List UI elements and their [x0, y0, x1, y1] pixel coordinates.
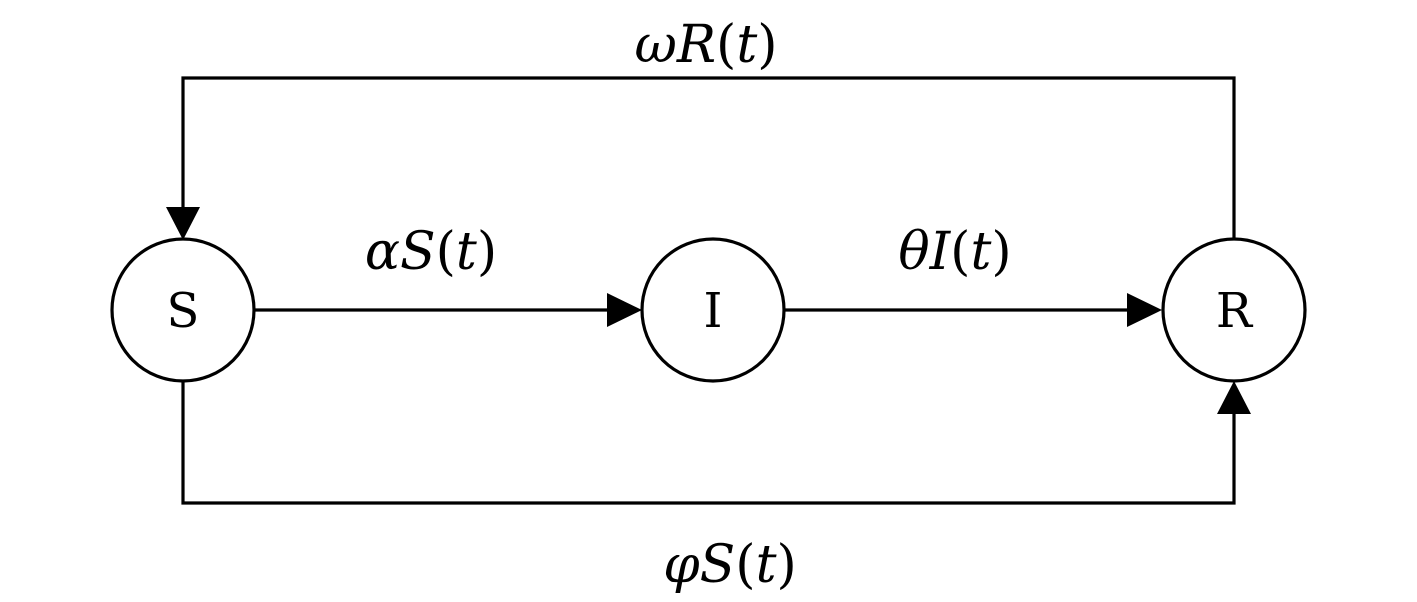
edge-i-to-r-close: ) — [991, 222, 1011, 282]
edge-s-to-r-arrowhead — [1217, 381, 1251, 414]
node-r-label: R — [1216, 283, 1254, 339]
edge-s-to-i — [254, 293, 642, 327]
edge-s-to-i-var: S — [400, 222, 436, 282]
edge-i-to-r-arg: t — [970, 222, 991, 282]
edge-r-to-s-var: R — [676, 15, 716, 75]
node-i-label: I — [704, 283, 723, 339]
node-s: S — [110, 237, 256, 383]
edge-s-to-i-arrowhead — [607, 293, 642, 327]
edge-s-to-r-open: ( — [735, 535, 755, 595]
edge-r-to-s-close: ) — [757, 15, 777, 75]
edge-s-to-i-coef: α — [365, 222, 400, 282]
node-r: R — [1161, 237, 1307, 383]
node-i-circle — [640, 237, 786, 383]
edge-r-to-s-line — [181, 76, 1236, 240]
node-i: I — [640, 237, 786, 383]
edge-r-to-s-coef: ω — [634, 15, 676, 75]
edge-i-to-r-arrowhead — [1127, 293, 1162, 327]
node-r-circle — [1161, 237, 1307, 383]
edge-s-to-r — [181, 380, 1251, 505]
edge-s-to-r-coef: φ — [663, 535, 700, 595]
edge-i-to-r-label: θI(t) — [898, 222, 1011, 282]
edge-i-to-r-coef: θ — [898, 222, 929, 282]
edge-r-to-s-arg: t — [736, 15, 757, 75]
edge-i-to-r-var: I — [929, 222, 952, 282]
edge-i-to-r-open: ( — [950, 222, 970, 282]
edge-s-to-r-close: ) — [776, 535, 796, 595]
edge-s-to-i-close: ) — [477, 222, 497, 282]
node-s-label: S — [167, 283, 200, 339]
edge-s-to-r-var: S — [700, 535, 736, 595]
edge-s-to-r-label: φS(t) — [663, 535, 797, 595]
edge-r-to-s-arrowhead — [166, 207, 200, 240]
edge-r-to-s-label: ωR(t) — [634, 15, 777, 75]
edge-r-to-s — [166, 76, 1236, 240]
edge-s-to-i-label: αS(t) — [365, 222, 497, 282]
edge-s-to-i-arg: t — [456, 222, 477, 282]
edge-s-to-i-open: ( — [436, 222, 456, 282]
edge-s-to-r-line — [181, 380, 1236, 505]
node-s-circle — [110, 237, 256, 383]
edge-s-to-r-arg: t — [756, 535, 777, 595]
edge-r-to-s-open: ( — [716, 15, 736, 75]
edge-i-to-r — [785, 293, 1162, 327]
